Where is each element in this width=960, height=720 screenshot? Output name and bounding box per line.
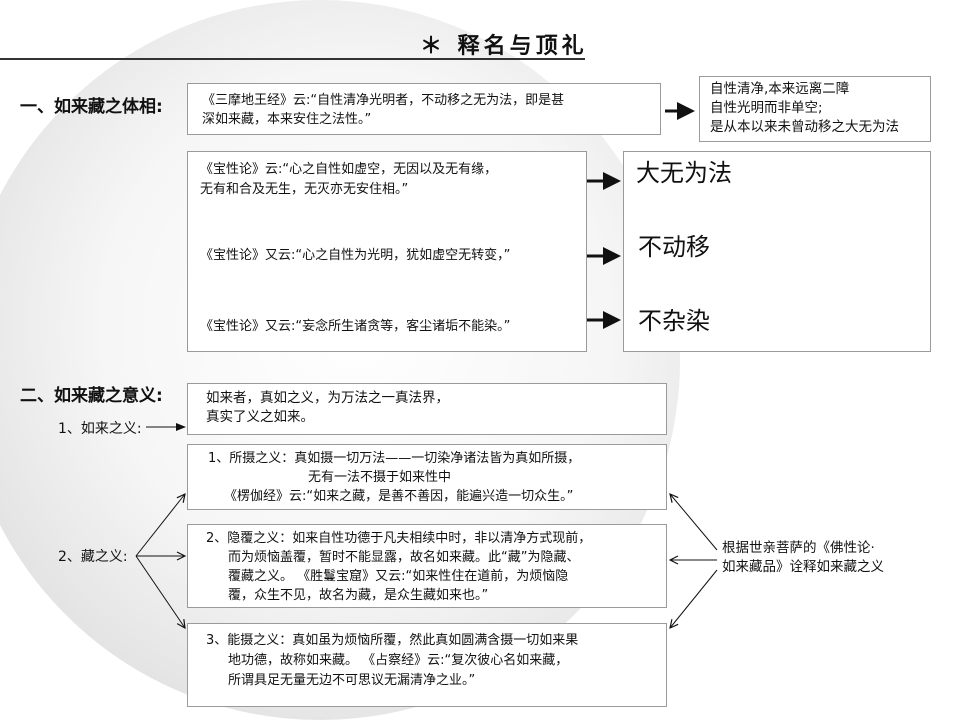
item2-line: 覆藏之义。 《胜鬘宝窟》又云:“如来性住在道前，为烦恼隐 (228, 569, 569, 584)
item2-line: 而为烦恼盖覆，暂时不能显露，故名如来藏。此“藏”为隐藏、 (228, 550, 580, 565)
baoxing-quotes-box: 《宝性论》云:“心之自性如虚空，无因以及无有缘， 无有和合及无生，无灭亦无安住相… (187, 151, 587, 352)
meaning-line: 如来者，真如之义，为万法之一真法界， (206, 390, 449, 406)
meaning-item1-box: 1、所摄之义：真如摄一切万法——一切染净诸法皆为真如所摄， 无有一法不摄于如来性… (187, 444, 667, 510)
source-note: 根据世亲菩萨的《佛性论· 如来藏品》诠释如来藏之义 (722, 539, 884, 577)
page-title: ＊ 释名与顶礼 (420, 33, 588, 59)
result-label: 不动移 (638, 233, 710, 261)
arrow-source-to-item1 (670, 494, 718, 551)
item2-line: 2、隐覆之义：如来自性功德于凡夫相续中时，非以清净方式现前， (206, 531, 592, 546)
source-line: 如来藏品》诠释如来藏之义 (722, 559, 884, 575)
baoxing-quote-line: 《宝性论》又云:“心之自性为光明，犹如虚空无转变，” (200, 248, 511, 263)
section1-heading: 一、如来藏之体相: (20, 97, 163, 117)
meaning-line: 真实了义之如来。 (206, 409, 314, 425)
summary-line: 自性清净,本来远离二障 (710, 81, 850, 97)
title-underline (0, 58, 585, 60)
item2-line: 覆，众生不见，故名为藏，是众生藏如来也。” (228, 588, 489, 603)
result-label: 大无为法 (636, 159, 732, 187)
item1-line: 1、所摄之义：真如摄一切万法——一切染净诸法皆为真如所摄， (208, 451, 581, 466)
baoxing-quote-line: 《宝性论》云:“心之自性如虚空，无因以及无有缘， (200, 162, 498, 177)
summary-line: 自性光明而非单空; (710, 100, 823, 116)
item3-line: 所谓具足无量无边不可思议无漏清净之业。” (228, 673, 476, 688)
quote-line: 《三摩地王经》云:“自性清净光明者，不动移之无为法，即是甚 (202, 93, 565, 108)
arrow-source-to-item3 (670, 569, 718, 628)
item3-line: 地功德，故称如来藏。 《占察经》云:“复次彼心名如来藏， (228, 653, 569, 668)
result-label: 不杂染 (638, 307, 710, 335)
item1-line: 无有一法不摄于如来性中 (308, 470, 452, 485)
quote-line: 深如来藏，本来安住之法性。” (202, 112, 372, 127)
baoxing-quote-line: 《宝性论》又云:“妄念所生诸贪等，客尘诸垢不能染。” (200, 319, 511, 334)
label-tathagata-meaning: 1、如来之义: (58, 421, 142, 437)
results-box: 大无为法 不动移 不杂染 (623, 151, 931, 352)
meaning-item2-box: 2、隐覆之义：如来自性功德于凡夫相续中时，非以清净方式现前， 而为烦恼盖覆，暂时… (187, 524, 667, 608)
meaning-item3-box: 3、能摄之义：真如虽为烦恼所覆，然此真如圆满含摄一切如来果 地功德，故称如来藏。… (187, 623, 667, 707)
sutra-quote-box: 《三摩地王经》云:“自性清净光明者，不动移之无为法，即是甚 深如来藏，本来安住之… (187, 83, 661, 135)
summary-line: 是从本以来未曾动移之大无为法 (710, 119, 899, 135)
tathagata-meaning-box: 如来者，真如之义，为万法之一真法界， 真实了义之如来。 (187, 383, 667, 435)
item3-line: 3、能摄之义：真如虽为烦恼所覆，然此真如圆满含摄一切如来果 (206, 633, 579, 648)
item1-line: 《楞伽经》云:“如来之藏，是善不善因，能遍兴造一切众生。” (224, 489, 574, 504)
baoxing-quote-line: 无有和合及无生，无灭亦无安住相。” (200, 182, 409, 197)
summary-box: 自性清净,本来远离二障 自性光明而非单空; 是从本以来未曾动移之大无为法 (699, 76, 931, 142)
source-line: 根据世亲菩萨的《佛性论· (722, 540, 875, 556)
section2-heading: 二、如来藏之意义: (20, 386, 163, 406)
label-garbha-meaning: 2、藏之义: (58, 549, 128, 565)
